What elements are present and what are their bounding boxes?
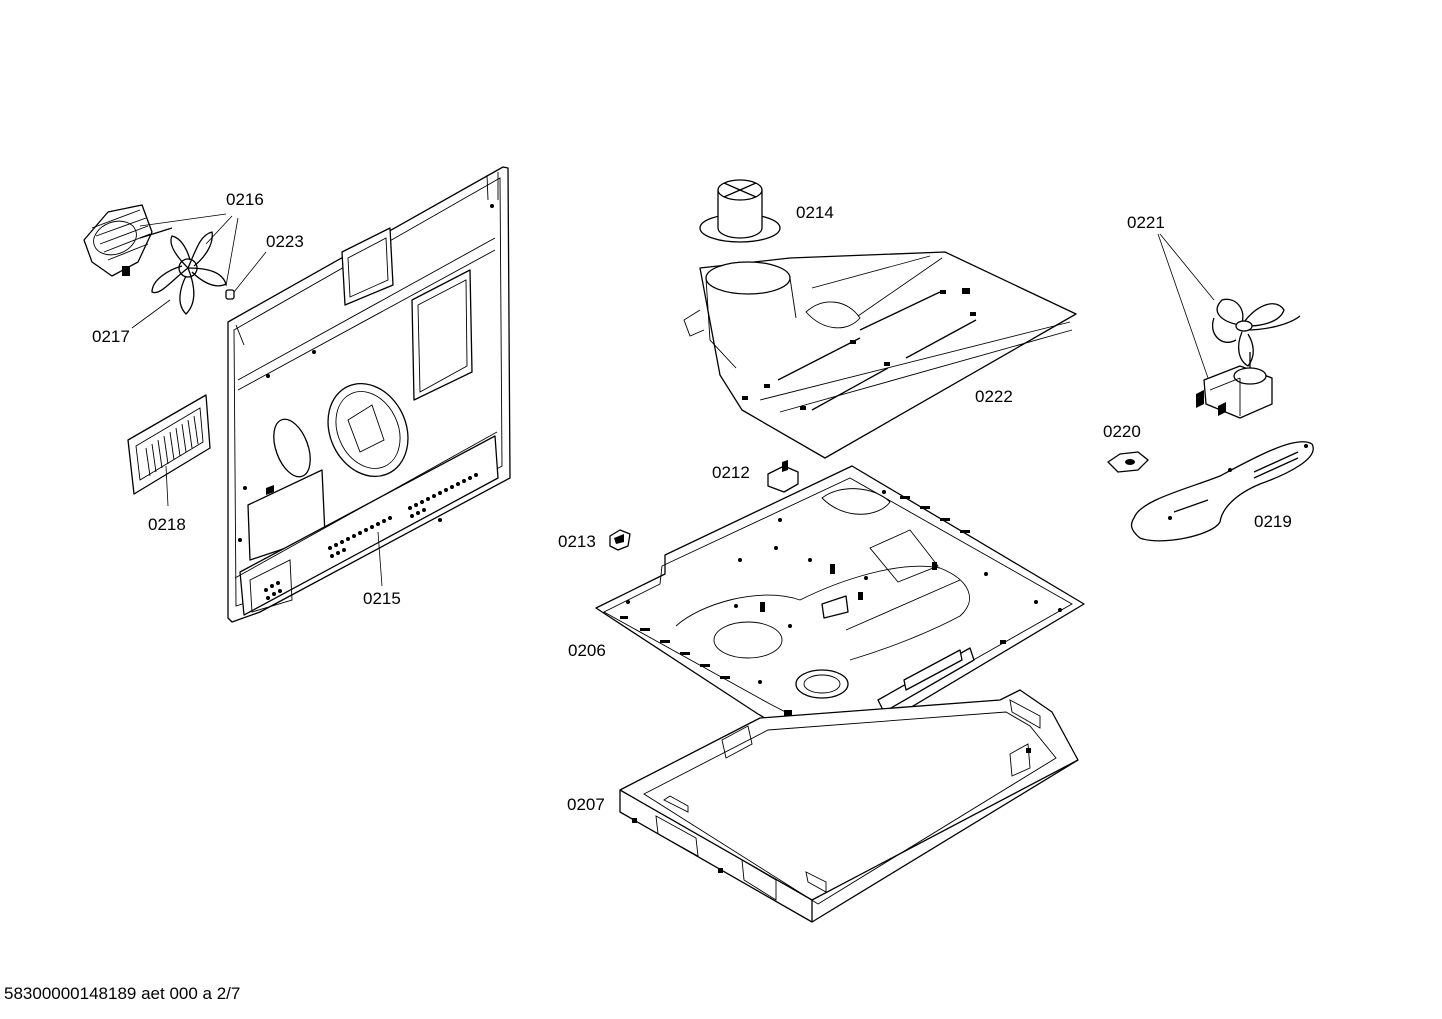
label-0212: 0212 (712, 463, 750, 482)
label-0216: 0216 (226, 190, 264, 209)
label-0223: 0223 (266, 232, 304, 251)
label-0215: 0215 (363, 589, 401, 608)
part-0206-base-plate (595, 465, 1085, 755)
label-0219: 0219 (1254, 512, 1292, 531)
part-0212-switch (767, 460, 799, 493)
document-footer-code: 58300000148189 aet 000 a 2/7 (4, 984, 240, 1003)
label-0218: 0218 (148, 515, 186, 534)
base-slots (620, 490, 1062, 740)
grille-slots (145, 415, 199, 477)
part-0214-duct (699, 179, 781, 243)
part-0219-bracket (1130, 441, 1314, 542)
part-0221-blower-fan (1196, 298, 1301, 419)
label-0213: 0213 (558, 532, 596, 551)
part-0220-washer (1107, 451, 1149, 473)
label-0220: 0220 (1103, 422, 1141, 441)
label-0222: 0222 (975, 387, 1013, 406)
part-0222-cover-plate (683, 251, 1077, 459)
part-0207-bottom-frame (619, 689, 1079, 923)
part-0218-grille (127, 394, 211, 495)
part-0217-fan-blade (151, 231, 235, 315)
label-0217: 0217 (92, 327, 130, 346)
label-0206: 0206 (568, 641, 606, 660)
part-labels: 0216 0223 0217 0218 0215 0214 0222 0221 … (92, 190, 1292, 814)
plate-holes (742, 288, 976, 410)
label-0207: 0207 (567, 795, 605, 814)
panel-vent-holes (238, 204, 494, 600)
part-0213-clip (609, 529, 631, 551)
label-0214: 0214 (796, 203, 834, 222)
label-0221: 0221 (1127, 213, 1165, 232)
part-0215-back-panel (227, 166, 511, 623)
leader-lines (131, 213, 1215, 587)
part-0216-fan-motor (83, 204, 173, 277)
